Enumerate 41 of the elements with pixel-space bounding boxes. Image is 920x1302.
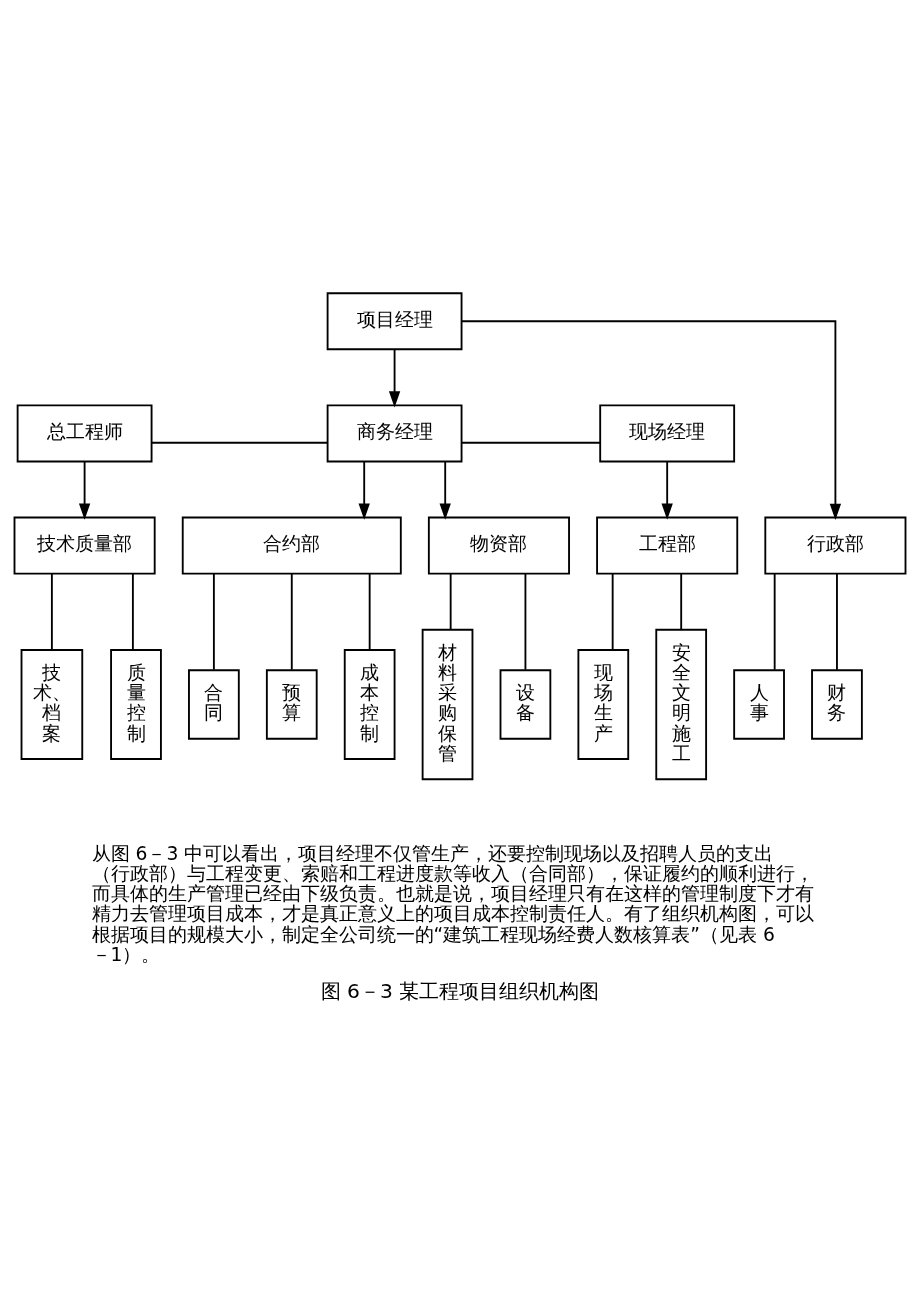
node-box: 项目经理 — [326, 291, 463, 350]
node-box: 成本控制 — [343, 648, 396, 760]
connector — [524, 572, 527, 671]
connector — [131, 572, 134, 650]
label: 从图 6－3 中可以看出，项目经理不仅管生产，还要控制现场以及招聘人员的支出（行政部）与工程变更、索赔和工程进度款等收入（合同部），保证履约的顺利进行，而具体的生产管理已经由下级负责。也就是说，项目经理只有在这样的管理制度下才有精力去管理项目成本，才是真正意义上的项目成本控制责任人。有了组织机构图，可以根据项目的规模大小，制定全公司统一的“建筑工程现场经费人数核算表”（见表 6－1）。 — [91, 842, 814, 965]
connector — [461, 441, 602, 444]
node-box: 行政部 — [764, 516, 907, 575]
arrow — [661, 460, 673, 520]
node-box: 技术、档案 — [20, 648, 84, 760]
node-box: 总工程师 — [16, 403, 153, 462]
arrow — [461, 319, 842, 520]
connector — [50, 572, 53, 650]
arrow — [358, 460, 370, 520]
connector — [212, 572, 215, 671]
connector — [290, 572, 293, 671]
node-box: 人事 — [733, 668, 785, 740]
connector — [773, 572, 776, 671]
connector — [680, 572, 683, 630]
node-box: 合同 — [188, 668, 240, 740]
node-box: 商务经理 — [326, 403, 463, 462]
node-box: 现场经理 — [599, 403, 736, 462]
node-box: 物资部 — [427, 516, 570, 575]
caption: 图 6－3 某工程项目组织机构图 — [320, 978, 600, 1003]
node-box: 设备 — [499, 668, 552, 740]
connector — [150, 441, 329, 444]
connector — [611, 572, 614, 650]
node-box: 预算 — [265, 668, 318, 740]
connector — [836, 572, 838, 671]
arrow — [439, 460, 451, 520]
node-box: 合约部 — [181, 516, 402, 575]
node-box: 安全文明施工 — [655, 628, 708, 780]
arrow — [78, 460, 91, 520]
arrow — [388, 348, 401, 408]
node-box: 现场生产 — [577, 648, 630, 760]
connector — [368, 572, 371, 650]
node-box: 材料采购保管 — [421, 628, 474, 780]
node-box: 工程部 — [596, 516, 739, 575]
node-box: 财务 — [811, 668, 863, 740]
node-box: 技术质量部 — [13, 516, 156, 575]
connector — [449, 572, 452, 630]
node-box: 质量控制 — [110, 648, 162, 760]
